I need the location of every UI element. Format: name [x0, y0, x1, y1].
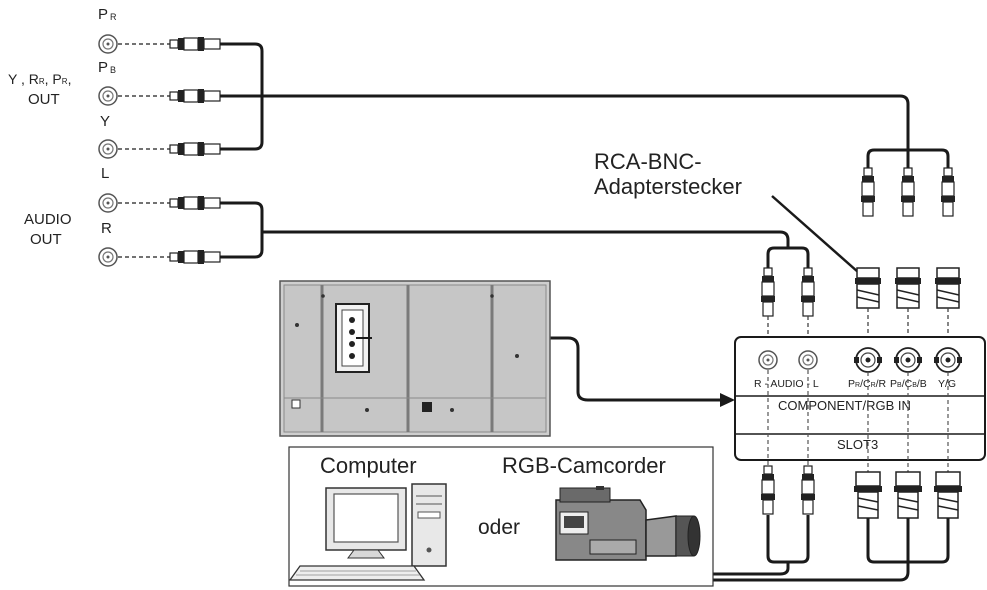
rca-plug-icon: [940, 167, 956, 217]
bnc-adapter-icon: [894, 267, 922, 309]
adapter-label-line2: Adapterstecker: [594, 174, 742, 199]
audio-out-label-line2: OUT: [30, 231, 62, 248]
lower-audio-plugs: [760, 465, 816, 515]
bnc-plug-icon: [934, 471, 962, 519]
rca-plug-icon: [169, 36, 221, 52]
display-rear-panel: [279, 280, 551, 437]
lower-bnc-plugs: [854, 471, 962, 519]
rca-plug-icon: [800, 267, 816, 317]
arrow-head-icon: [720, 393, 735, 407]
label-pr: P: [98, 6, 108, 23]
source-jacks: [98, 34, 221, 267]
rca-plug-icon: [760, 465, 776, 515]
label-y: Y: [100, 113, 110, 130]
audio-r-jack-icon: [758, 350, 778, 370]
rca-plug-icon: [169, 141, 221, 157]
rca-plug-icon: [169, 88, 221, 104]
oder-label: oder: [478, 516, 520, 539]
component-rgb-in-label: COMPONENT/RGB IN: [778, 398, 911, 413]
yg-jack-label: Y/G: [938, 378, 956, 390]
pb-jack-icon: [98, 86, 118, 106]
audio-jack-label: R - AUDIO - L: [754, 378, 819, 390]
adapter-pointer-line: [771, 195, 859, 273]
pb-jack-label: PB/CB/B: [890, 378, 927, 390]
label-l: L: [101, 165, 109, 182]
r-jack-icon: [98, 247, 118, 267]
bnc-adapter-icon: [854, 267, 882, 309]
rca-plug-icon: [900, 167, 916, 217]
bnc-plug-icon: [854, 471, 882, 519]
label-pb: P: [98, 59, 108, 76]
computer-label: Computer: [320, 453, 417, 478]
audio-l-jack-icon: [798, 350, 818, 370]
audio-out-label-line1: AUDIO: [24, 211, 72, 228]
rca-plug-icon: [800, 465, 816, 515]
pr-jack-icon: [98, 34, 118, 54]
camcorder-label: RGB-Camcorder: [502, 453, 666, 478]
pr-jack-label: PR/CR/R: [848, 378, 887, 390]
l-jack-icon: [98, 193, 118, 213]
upper-bnc-adapters: [854, 267, 962, 309]
computer-icon: [288, 483, 447, 581]
terminal-board: R - AUDIO - L PR/CR/R PB/CB/B Y/G COMPON…: [734, 336, 986, 472]
adapter-label-line1: RCA-BNC-: [594, 149, 702, 174]
camcorder-icon: [555, 486, 701, 561]
rca-plug-icon: [860, 167, 876, 217]
rca-plug-icon: [760, 267, 776, 317]
y-jack-icon: [98, 139, 118, 159]
label-pb-sub: B: [110, 65, 116, 75]
bnc-plug-icon: [894, 471, 922, 519]
label-r: R: [101, 220, 112, 237]
device-box: Computer RGB-Camcorder oder: [288, 446, 714, 587]
upper-audio-plugs: [760, 267, 816, 317]
slot-label: SLOT3: [837, 437, 878, 452]
rca-plug-icon: [169, 249, 221, 265]
bnc-adapter-icon: [934, 267, 962, 309]
upper-video-plugs: [860, 167, 956, 217]
cables: [220, 42, 950, 582]
video-out-label-line1: Y , RR, PR,: [8, 71, 71, 87]
source-labels: P R P B Y L R Y , RR, PR, OUT AUDIO OUT: [8, 6, 117, 248]
label-pr-sub: R: [110, 12, 117, 22]
video-out-label-line2: OUT: [28, 91, 60, 108]
rca-plug-icon: [169, 195, 221, 211]
